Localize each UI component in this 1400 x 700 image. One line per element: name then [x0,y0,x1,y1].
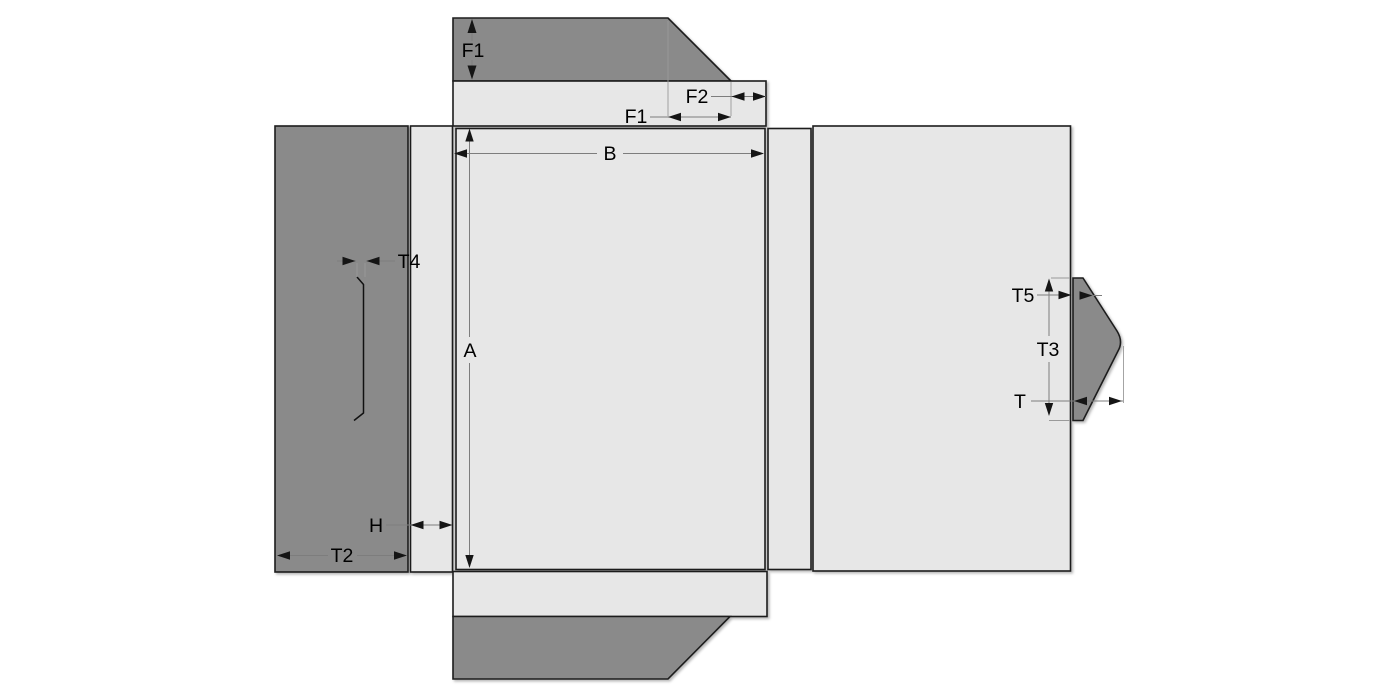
arrowhead-t-right [1109,396,1122,406]
arrowhead-f1h-right [718,112,731,122]
arrowhead-t-left [1074,396,1087,406]
label-t3: T3 [1037,339,1060,361]
main-panel [455,127,766,571]
label-h: H [369,515,383,537]
arrowhead-f2-left [731,92,745,101]
middle-strip-panel [767,127,812,571]
label-t4: T4 [398,251,421,273]
top-flap [452,17,733,82]
left-side-panel [274,125,409,573]
label-b: B [603,143,616,165]
right-panel [812,125,1072,572]
arrowhead-t5-edge [1058,290,1072,300]
arrowhead-f1v-up [467,19,477,33]
label-f1-vertical: F1 [462,40,485,62]
glue-strip-panel [409,125,454,573]
arrowhead-b-left [454,149,467,158]
arrowhead-t4-right [366,256,380,266]
arrowhead-t2-right [394,551,407,560]
arrowhead-a-down [465,555,474,568]
label-t2: T2 [331,545,354,567]
top-strip [452,80,767,127]
arrowhead-t2-left [277,551,290,560]
tuck-tab [1072,277,1122,422]
arrowhead-t4-left [342,256,356,266]
label-f1-horizontal: F1 [625,106,648,128]
label-f2: F2 [686,86,709,108]
label-t5: T5 [1012,285,1035,307]
arrowhead-t3-up [1044,278,1054,292]
arrowhead-b-right [751,149,764,158]
arrowhead-t3-down [1044,403,1054,416]
label-a: A [463,340,476,362]
panel-group [274,17,1122,680]
bottom-flap [452,615,732,680]
arrowhead-f1v-down [467,65,477,80]
arrowhead-h-left [410,520,424,530]
slot-cut-line [353,276,365,422]
arrowhead-f2-right [753,92,766,101]
arrowhead-f1h-left [668,112,681,122]
arrowhead-h-right [439,520,453,530]
arrowhead-a-up [465,128,474,142]
bottom-strip [452,570,768,618]
arrowhead-t5-slant [1079,291,1093,300]
label-t: T [1014,391,1026,413]
